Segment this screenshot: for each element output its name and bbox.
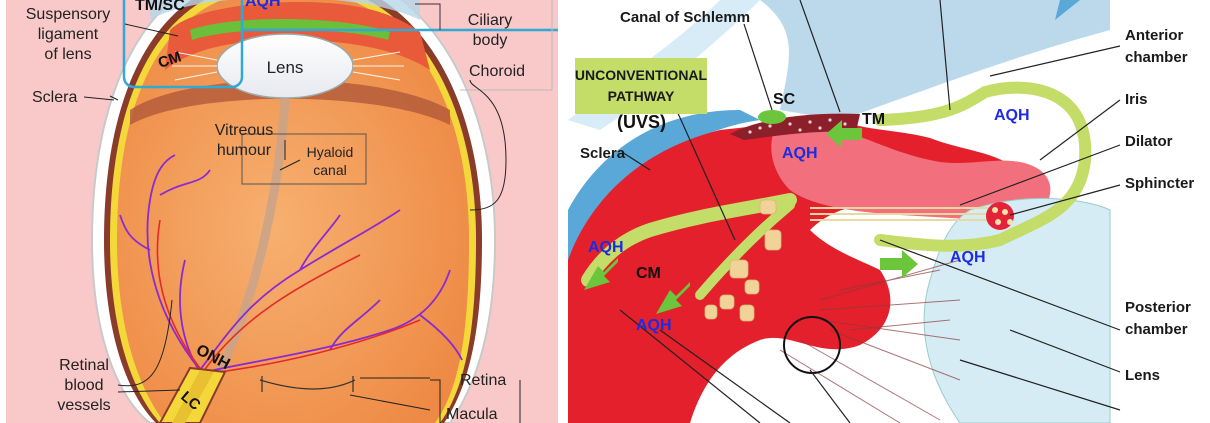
trabecular-meshwork-right [730, 113, 860, 140]
label-cm-left: CM [156, 48, 183, 71]
label-aqh-iris: AQH [994, 107, 1030, 124]
label-anterior-2: chamber [1125, 49, 1188, 66]
label-aqh-unconventional: AQH [588, 239, 624, 256]
label-retina: Retina [460, 372, 506, 389]
label-sc: SC [773, 91, 796, 108]
iris-fringe [130, 80, 450, 125]
sphincter-muscle [986, 202, 1014, 230]
sclera-leader [83, 96, 115, 101]
label-uvs: (UVS) [617, 112, 666, 132]
schlemm-canal-shape [758, 110, 786, 124]
label-sphincter: Sphincter [1125, 175, 1194, 192]
label-sclera-left: Sclera [32, 89, 77, 106]
label-lens-left: Lens [267, 58, 304, 77]
label-suspensory-2: ligament [38, 26, 99, 43]
ciliary-pointer [415, 3, 441, 30]
zoom-highlight-box [122, 0, 244, 89]
label-cm-right: CM [636, 265, 661, 282]
label-vitreous-1: Vitreous [215, 122, 273, 139]
macula-region [259, 379, 356, 390]
optic-nerve-core [172, 370, 214, 423]
label-retinal-2: blood [64, 377, 103, 394]
right-panel-outflow-pathways: UNCONVENTIONAL PATHWAY Canal of Schlemm … [568, 0, 1210, 423]
label-frame-right [460, 0, 553, 91]
label-dilator: Dilator [1125, 133, 1173, 150]
cornea-tip [1055, 0, 1080, 20]
label-choroid: Choroid [469, 63, 525, 80]
macula-bracket [261, 376, 354, 392]
unconventional-pathway-box [575, 58, 707, 114]
sclera-band-right [568, 110, 760, 300]
label-ciliary-2: body [473, 32, 508, 49]
label-aqh-posterior: AQH [950, 249, 986, 266]
vitreous-body [117, 0, 469, 423]
label-vitreous-2: humour [217, 142, 272, 159]
panel-divider [558, 0, 568, 423]
cornea-right [760, 0, 1110, 120]
label-tm-sc: TM/SC [135, 0, 185, 14]
hyaloid-canal-shape [211, 97, 290, 383]
label-canal-of-schlemm: Canal of Schlemm [620, 9, 750, 26]
label-aqh-tm: AQH [782, 145, 818, 162]
label-aqh-left: AQH [245, 0, 281, 10]
label-sclera-right: Sclera [580, 145, 626, 162]
label-lens-right: Lens [1125, 367, 1160, 384]
right-leader-lines [619, 0, 1121, 423]
retinal-arteries [156, 219, 421, 375]
label-aqh-cm: AQH [636, 317, 672, 334]
ciliary-cells [704, 199, 782, 322]
label-hyaloid-2: canal [313, 162, 346, 178]
left-panel-eye-anatomy: Suspensory ligament of lens TM/SC AQH CM… [6, 0, 597, 423]
label-iris: Iris [1125, 91, 1148, 108]
left-leader-lines [109, 23, 521, 423]
label-ciliary-1: Ciliary [468, 12, 512, 29]
label-posterior-2: chamber [1125, 321, 1188, 338]
label-suspensory-3: of lens [44, 46, 91, 63]
outflow-pathway-tubes [581, 81, 1092, 300]
label-unconventional-2: PATHWAY [608, 88, 675, 104]
suspensory-fibres [172, 51, 404, 81]
flow-arrows [584, 120, 918, 314]
label-macula: Macula [446, 406, 498, 423]
label-hyaloid-1: Hyaloid [307, 144, 354, 160]
cornea [150, 0, 420, 20]
retinal-vessels [119, 154, 463, 373]
label-posterior-1: Posterior [1125, 299, 1191, 316]
tm-pores [748, 118, 847, 134]
iris-muscles [810, 207, 990, 221]
label-anterior-1: Anterior [1125, 27, 1184, 44]
sphincter-dots [992, 207, 1013, 225]
zonule-fibres [779, 259, 961, 423]
label-retinal-3: vessels [57, 397, 110, 414]
label-suspensory-1: Suspensory [26, 6, 111, 23]
label-tm: TM [862, 111, 885, 128]
label-retinal-1: Retinal [59, 357, 109, 374]
label-unconventional-1: UNCONVENTIONAL [575, 67, 708, 83]
